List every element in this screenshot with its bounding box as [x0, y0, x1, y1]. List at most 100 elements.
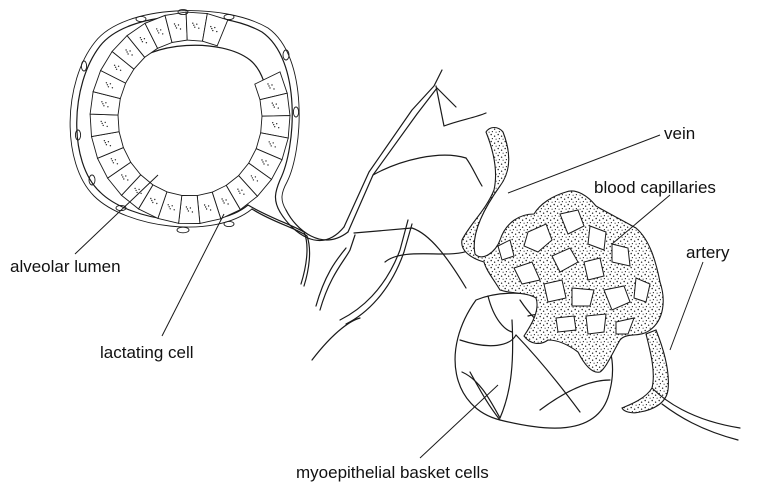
capillary-network: [462, 128, 740, 441]
cell-granule: [267, 164, 268, 165]
cell-granule: [187, 208, 188, 209]
cell-granule: [138, 189, 139, 190]
cell-granule: [237, 189, 238, 190]
basket-cells-leader: [420, 385, 498, 458]
cell-granule: [105, 122, 106, 123]
cell-granule: [101, 101, 102, 102]
cell-granule: [156, 28, 157, 29]
cell-granule: [117, 163, 118, 164]
cell-granule: [208, 205, 209, 206]
label-lactating-cell: lactating cell: [100, 343, 194, 362]
cell-granule: [134, 188, 135, 189]
cell-granule: [222, 200, 223, 201]
cell-granule: [214, 27, 215, 28]
cell-granule: [272, 122, 273, 123]
cell-granule: [269, 141, 270, 142]
cell-granule: [276, 123, 277, 124]
cell-granule: [120, 70, 121, 71]
cell-granule: [125, 49, 126, 50]
cell-granule: [125, 175, 126, 176]
cell-granule: [135, 190, 136, 191]
cell-granule: [107, 106, 108, 107]
cell-granule: [198, 28, 199, 29]
cell-granule: [252, 177, 253, 178]
cell-granule: [193, 25, 194, 26]
cell-granule: [102, 103, 103, 104]
cell-granule: [273, 124, 274, 125]
alveolar-duct: [248, 205, 348, 286]
label-artery: artery: [686, 243, 730, 262]
label-vein: vein: [664, 124, 695, 143]
cell-granule: [211, 28, 212, 29]
cell-granule: [174, 23, 175, 24]
cell-granule: [268, 85, 269, 86]
cell-granule: [257, 180, 258, 181]
cell-granule: [196, 24, 197, 25]
cell-granule: [194, 27, 195, 28]
cell-granule: [265, 160, 266, 161]
cell-granule: [105, 102, 106, 103]
cell-granule: [212, 30, 213, 31]
cell-granule: [116, 69, 117, 70]
cell-granule: [129, 50, 130, 51]
cell-granule: [112, 160, 113, 161]
cell-granule: [107, 126, 108, 127]
cell-granule: [103, 125, 104, 126]
cell-granule: [178, 24, 179, 25]
cell-granule: [146, 42, 147, 43]
cell-granule: [170, 208, 171, 209]
cell-granule: [140, 37, 141, 38]
lactating-cell-layer: [90, 12, 290, 223]
cell-granule: [105, 142, 106, 143]
cell-granule: [192, 211, 193, 212]
cell-granule: [255, 176, 256, 177]
cell-granule: [273, 104, 274, 105]
cell-granule: [122, 176, 123, 177]
cell-granule: [156, 203, 157, 204]
cell-granule: [151, 200, 152, 201]
cell-granule: [276, 103, 277, 104]
cell-granule: [251, 175, 252, 176]
alveolus-cross-section: [70, 9, 299, 232]
cell-granule: [112, 87, 113, 88]
cell-granule: [206, 208, 207, 209]
cell-granule: [158, 32, 159, 33]
cell-granule: [273, 142, 274, 143]
cell-granule: [127, 53, 128, 54]
cell-granule: [225, 199, 226, 200]
vein-vessel: [462, 128, 663, 373]
label-blood-capillaries: blood capillaries: [594, 178, 716, 197]
cell-granule: [144, 38, 145, 39]
cell-granule: [223, 202, 224, 203]
cell-granule: [176, 27, 177, 28]
cell-granule: [169, 206, 170, 207]
cell-granule: [104, 140, 105, 141]
cell-granule: [168, 204, 169, 205]
cell-granule: [262, 161, 263, 162]
cell-granule: [118, 66, 119, 67]
cell-granule: [174, 209, 175, 210]
cell-granule: [180, 28, 181, 29]
cell-granule: [175, 25, 176, 26]
cell-granule: [106, 144, 107, 145]
cell-granule: [270, 143, 271, 144]
cell-granule: [115, 67, 116, 68]
lactating-cell: [179, 196, 200, 224]
cell-granule: [210, 26, 211, 27]
cell-granule: [269, 87, 270, 88]
cell-granule: [221, 198, 222, 199]
cell-granule: [160, 29, 161, 30]
cell-granule: [253, 179, 254, 180]
cell-granule: [110, 145, 111, 146]
cell-granule: [263, 163, 264, 164]
cell-granule: [103, 105, 104, 106]
cell-granule: [278, 107, 279, 108]
cell-granule: [204, 204, 205, 205]
myoepithelial-branch-outlines: [312, 70, 486, 360]
cell-granule: [190, 207, 191, 208]
cell-granule: [101, 121, 102, 122]
label-myoepithelial-basket-cells: myoepithelial basket cells: [296, 463, 489, 482]
cell-granule: [111, 158, 112, 159]
cell-granule: [192, 23, 193, 24]
